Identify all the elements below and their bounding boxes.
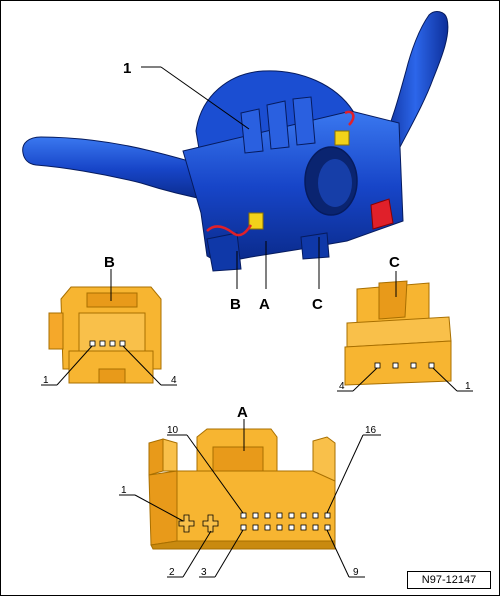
label-switch-B: B	[230, 296, 241, 313]
connector-A	[148, 428, 336, 550]
connector-A-pin-1: 1	[121, 485, 127, 496]
connector-B-pin-last: 4	[171, 375, 177, 386]
left-stalk	[22, 136, 217, 202]
switch-housing	[182, 110, 404, 264]
connector-A-title: A	[237, 404, 248, 421]
connector-B-pin-first: 1	[43, 375, 49, 386]
label-switch-C: C	[312, 296, 323, 313]
connector-B	[48, 286, 162, 384]
connector-A-pin-2: 2	[169, 567, 175, 578]
connector-A-pin-10: 10	[167, 425, 179, 436]
figure-code: N97-12147	[407, 571, 491, 589]
connector-C	[344, 280, 452, 386]
connector-A-pin-16: 16	[365, 425, 377, 436]
connector-B-title: B	[104, 254, 115, 271]
connector-C-pin-last: 1	[465, 381, 471, 392]
steering-column-switch	[22, 11, 449, 272]
connector-A-pin-3: 3	[201, 567, 207, 578]
right-stalk	[382, 11, 449, 150]
label-item-1: 1	[123, 60, 131, 77]
connector-A-pin-9: 9	[353, 567, 359, 578]
connector-C-title: C	[389, 254, 400, 271]
connector-C-pin-first: 4	[339, 381, 345, 392]
label-switch-A: A	[259, 296, 270, 313]
